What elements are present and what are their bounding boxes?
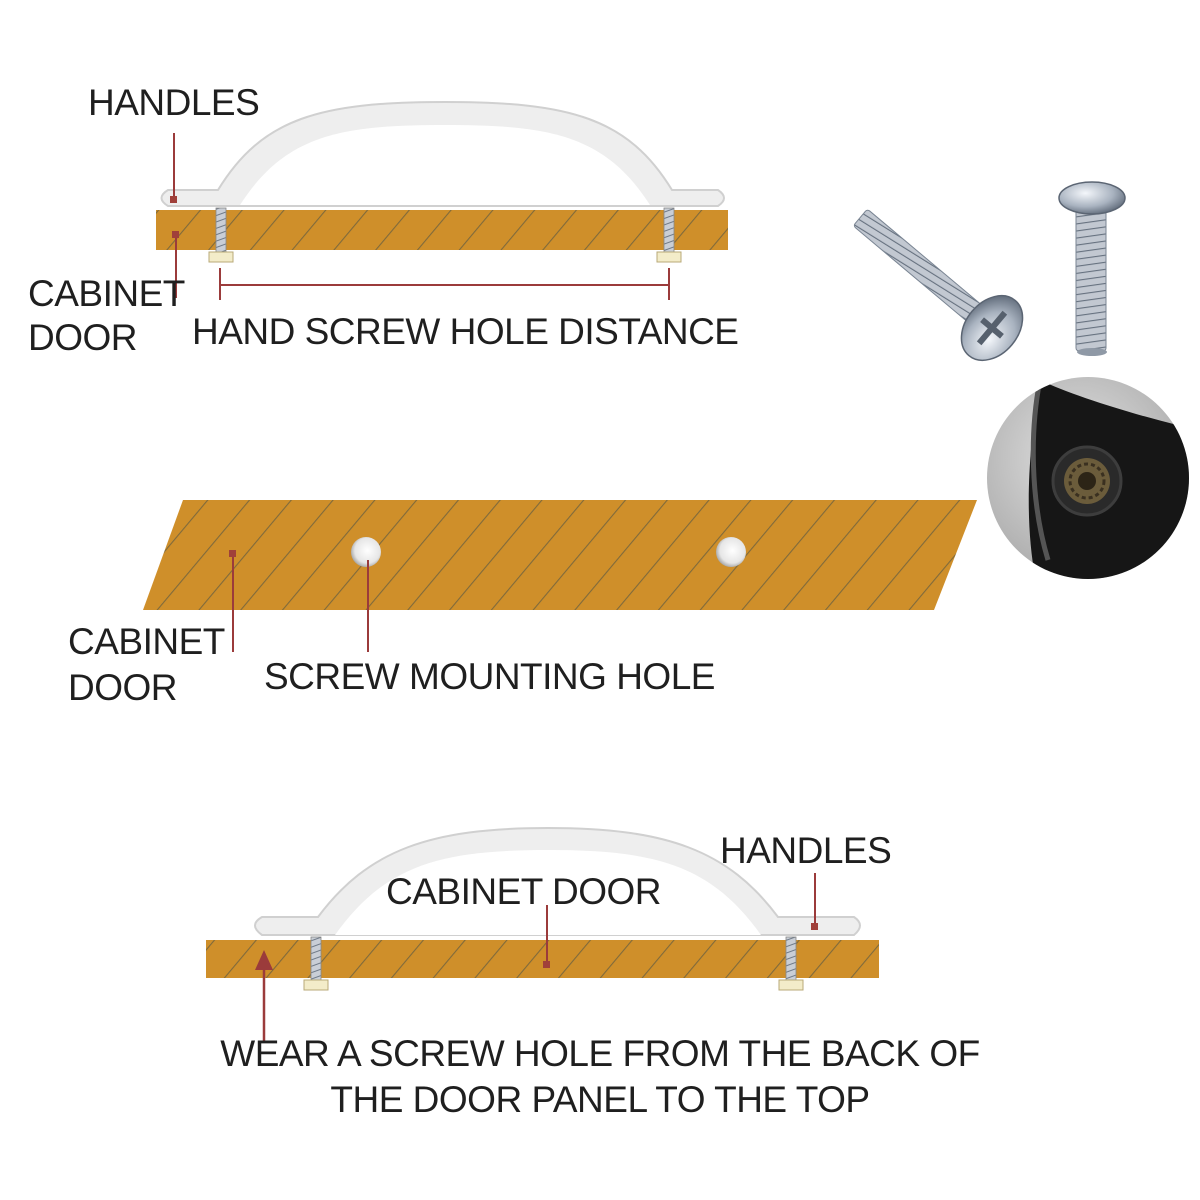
cabinet-door-label-2-line1: CABINET: [68, 621, 225, 662]
hand-screw-hole-distance-label: HAND SCREW HOLE DISTANCE: [192, 311, 739, 352]
screw-left-2: [310, 936, 322, 984]
instruction-text: WEAR A SCREW HOLE FROM THE BACK OF THE D…: [100, 1031, 1100, 1123]
screw-right: [663, 207, 675, 255]
cabinet-door-board: [156, 210, 728, 250]
machine-screws-photo: [853, 181, 1126, 361]
section-3-mounting-view: [206, 826, 879, 1042]
screw-right-2: [785, 936, 797, 984]
cabinet-door-label-1-line1: CABINET: [28, 273, 185, 314]
cabinet-door-label-3: CABINET DOOR: [386, 871, 661, 912]
threaded-insert-closeup-photo: [987, 377, 1189, 579]
handles-label-3: HANDLES: [720, 830, 892, 871]
screw-mounting-hole-label: SCREW MOUNTING HOLE: [264, 656, 715, 697]
screw-mounting-hole-left: [351, 537, 381, 567]
screw-mounting-hole-right: [716, 537, 746, 567]
section-2-door-top-view: [143, 500, 977, 652]
instruction-line-1: WEAR A SCREW HOLE FROM THE BACK OF: [220, 1033, 980, 1074]
arrow-up-icon: [255, 950, 273, 970]
cabinet-door-board-2: [206, 940, 879, 978]
cabinet-door-label-1-line2: DOOR: [28, 317, 137, 358]
cabinet-door-label-2-line2: DOOR: [68, 667, 177, 708]
screw-left: [215, 207, 227, 255]
cabinet-door-label-2: CABINET DOOR: [68, 619, 225, 711]
cabinet-door-panel: [143, 500, 977, 610]
section-1-handle-side-view: [156, 100, 728, 300]
handles-label-1: HANDLES: [88, 82, 260, 123]
instruction-line-2: THE DOOR PANEL TO THE TOP: [330, 1079, 870, 1120]
cabinet-door-label-1: CABINET DOOR: [28, 272, 185, 360]
